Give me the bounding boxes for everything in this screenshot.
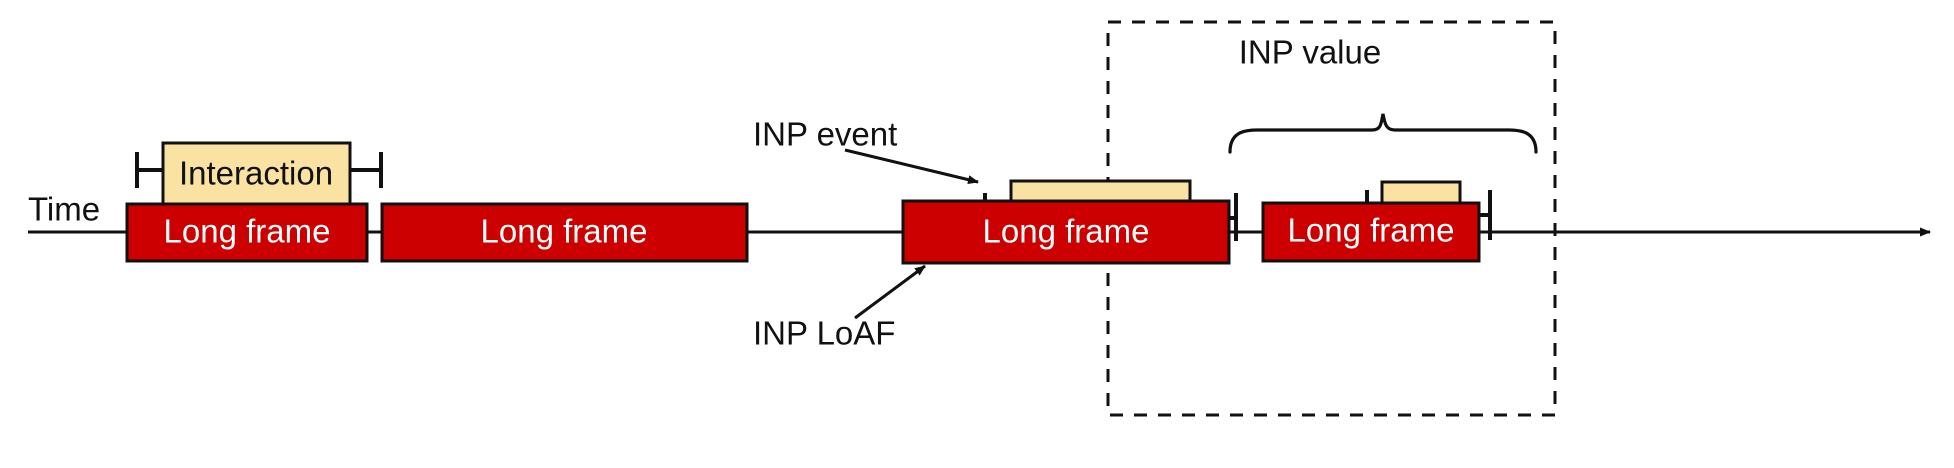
inp-loaf-leader-arrow bbox=[854, 264, 926, 320]
long-frame-label-1: Long frame bbox=[164, 213, 331, 250]
inp-value-label: INP value bbox=[1239, 34, 1381, 71]
inp-loaf-label: INP LoAF bbox=[753, 315, 895, 352]
frame-group-4: Long frame bbox=[1261, 180, 1492, 263]
frame-group-1: Interaction Long frame bbox=[125, 141, 383, 263]
time-axis-label: Time bbox=[28, 191, 100, 228]
inp-event-leader-arrow bbox=[844, 148, 979, 185]
long-frame-label-4: Long frame bbox=[1288, 212, 1455, 249]
long-frame-box-2[interactable] bbox=[380, 202, 749, 263]
long-frame-box-3[interactable] bbox=[901, 199, 1231, 265]
inp-event-label: INP event bbox=[753, 116, 897, 153]
inp-value-brace bbox=[1228, 113, 1538, 154]
frame-group-3: Interaction Long frame bbox=[901, 113, 1538, 265]
interaction-whisker-1 bbox=[135, 152, 383, 188]
long-frame-label-3: Long frame bbox=[983, 213, 1150, 250]
long-frame-box-1[interactable] bbox=[125, 202, 369, 263]
long-frame-label-2: Long frame bbox=[481, 213, 648, 250]
interaction-label-1: Interaction bbox=[179, 155, 333, 192]
frame-group-2: Long frame bbox=[380, 202, 749, 263]
long-frame-box-4[interactable] bbox=[1261, 201, 1481, 263]
inp-region-dashed-box bbox=[1106, 20, 1557, 417]
